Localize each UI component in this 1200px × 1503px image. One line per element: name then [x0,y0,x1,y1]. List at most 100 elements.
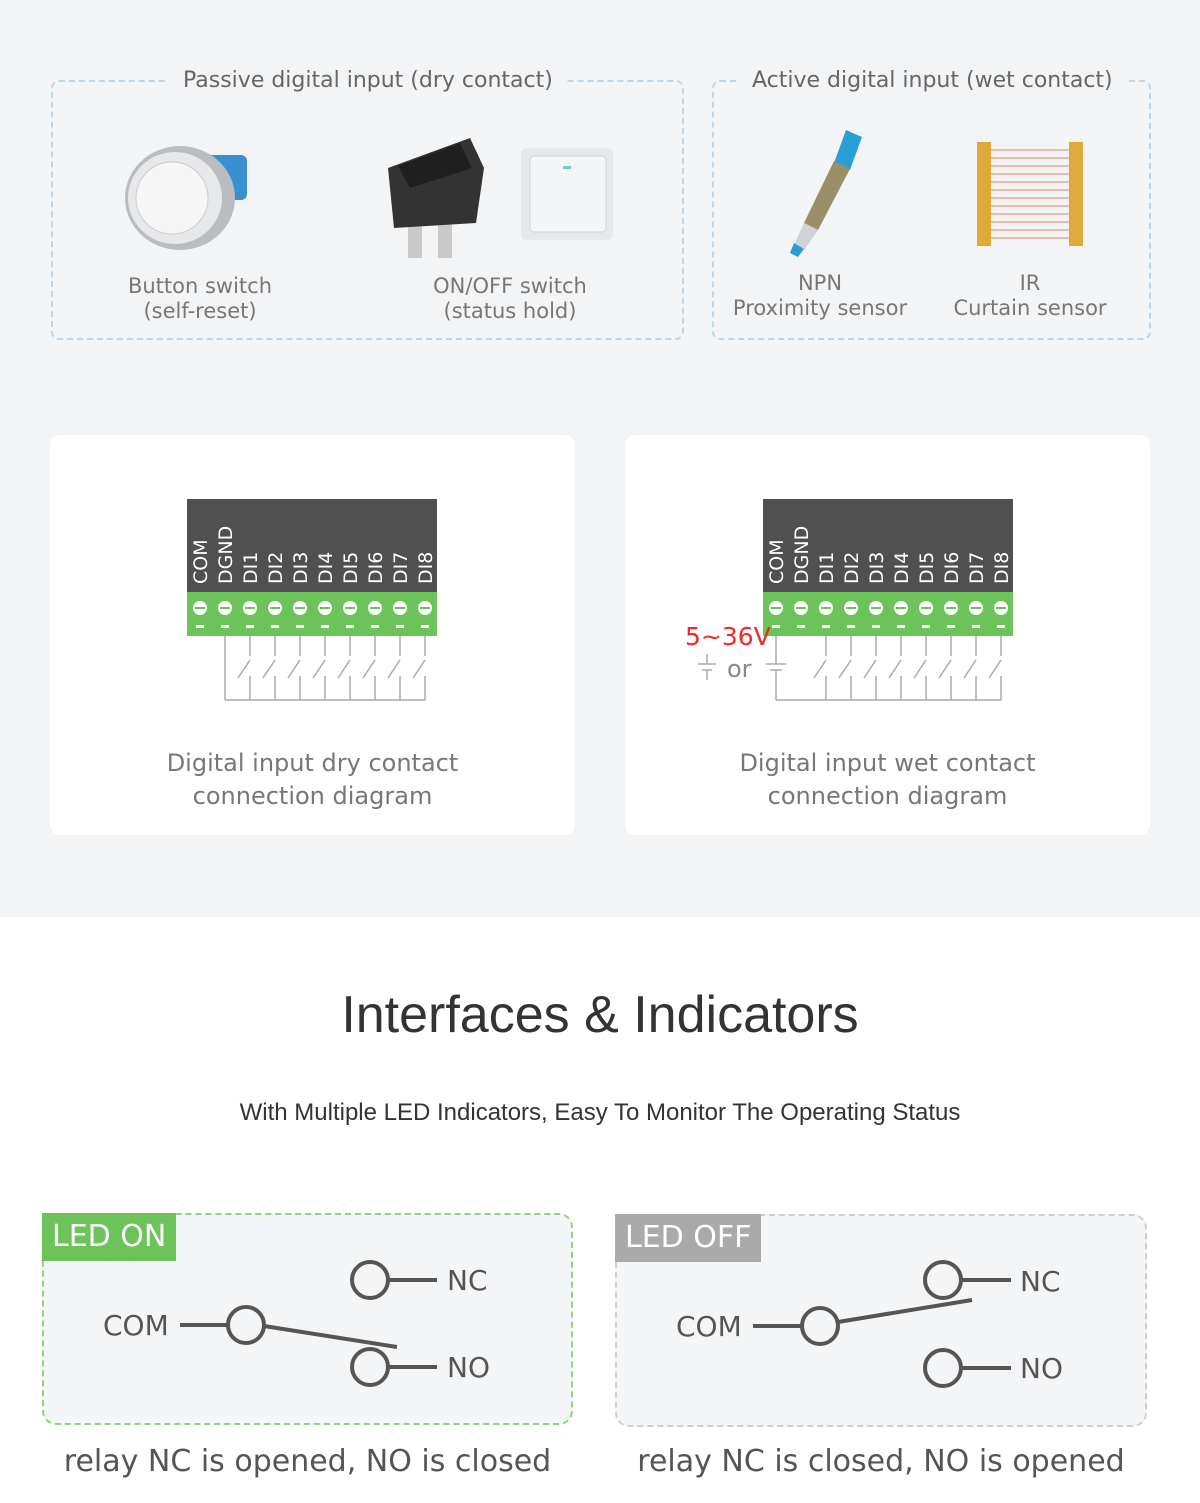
label-line: (status hold) [443,299,577,323]
curtain-sensor-image [977,142,1083,246]
passive-input-group: Passive digital input (dry contact) [51,68,684,340]
terminal-label: DI2 [841,552,863,584]
on-off-switch-label: ON/OFF switch (status hold) [405,274,615,324]
switch-contact [337,659,351,679]
terminal-pin [922,625,930,628]
com-terminal [226,1305,266,1345]
button-switch-label: Button switch (self-reset) [100,274,300,324]
switch-contact [888,659,902,679]
nc-label: NC [447,1264,488,1297]
terminal-pin [246,625,254,628]
section-title: Interfaces & Indicators [341,986,859,1044]
relay-off-caption: relay NC is closed, NO is opened [637,1444,1125,1479]
proximity-sensor-image [790,130,862,257]
label-line: NPN [797,271,843,295]
no-terminal [923,1348,963,1388]
terminal-label: DI5 [916,552,938,584]
switch-contact [963,659,977,679]
switch-contact [838,659,852,679]
section-subtitle: With Multiple LED Indicators, Easy To Mo… [239,1099,961,1126]
terminal-label: COM [190,539,212,584]
terminal-label: DI4 [891,552,913,584]
group-title: Active digital input (wet contact) [738,68,1127,93]
terminal-pin [196,625,204,628]
caption-line: connection diagram [192,782,433,810]
on-off-switch-image [388,138,613,258]
terminal-pin [421,625,429,628]
terminal-label: DI3 [290,552,312,584]
terminal-pin [296,625,304,628]
terminal-pin [972,625,980,628]
terminal-pin [221,625,229,628]
terminal-label: DGND [791,526,813,584]
terminal-pin [947,625,955,628]
curtain-sensor-label: IR Curtain sensor [930,271,1130,321]
terminal-label: DI6 [941,552,963,584]
terminal-header [187,499,437,592]
terminal-strip [187,592,437,636]
switch-contact [988,659,1002,679]
terminal-label: DI2 [265,552,287,584]
terminal-label: DI8 [415,552,437,584]
com-label: COM [676,1310,742,1343]
relay-lever [263,1324,398,1349]
terminal-strip [763,592,1013,636]
terminal-label: DGND [215,526,237,584]
voltage-label: 5~36V [685,622,771,651]
no-label: NO [447,1351,490,1384]
terminal-pin [897,625,905,628]
terminal-label: DI7 [390,552,412,584]
proximity-sensor-label: NPN Proximity sensor [720,271,920,321]
terminal-pin [772,625,780,628]
wet-caption: Digital input wet contact connection dia… [625,747,1150,813]
terminal-pin [872,625,880,628]
nc-terminal [350,1260,390,1300]
led-off-tag: LED OFF [615,1214,762,1262]
terminal-pin [271,625,279,628]
caption-line: Digital input dry contact [166,749,459,777]
no-label: NO [1020,1352,1063,1385]
or-label: or [727,655,752,683]
terminal-pin [396,625,404,628]
switch-contact [913,659,927,679]
switch-contact [237,659,251,679]
nc-terminal [923,1260,963,1300]
label-line: ON/OFF switch [433,274,587,298]
group-title: Passive digital input (dry contact) [169,68,567,93]
switch-contact [412,659,426,679]
terminal-pin [997,625,1005,628]
active-input-group: Active digital input (wet contact) [712,68,1151,340]
relay-off-panel: LED OFF [615,1214,1147,1427]
com-terminal [800,1306,840,1346]
caption-line: connection diagram [767,782,1008,810]
com-label: COM [103,1309,169,1342]
terminal-label: DI6 [365,552,387,584]
terminal-label: DI1 [240,552,262,584]
label-line: Button switch [127,274,273,298]
switch-contact [938,659,952,679]
terminal-label: DI3 [866,552,888,584]
label-line: Curtain sensor [953,296,1107,320]
relay-on-caption: relay NC is opened, NO is closed [63,1444,552,1479]
label-line: (self-reset) [143,299,257,323]
led-on-tag: LED ON [42,1213,177,1261]
switch-contact [287,659,301,679]
terminal-label: DI8 [991,552,1013,584]
label-line: IR [1019,271,1041,295]
relay-on-panel: LED ON [42,1213,573,1425]
switch-contact [813,659,827,679]
terminal-pin [371,625,379,628]
terminal-pin [346,625,354,628]
terminal-label: DI5 [340,552,362,584]
terminal-label: DI4 [315,552,337,584]
relay-lever [837,1298,973,1324]
terminal-label: DI1 [816,552,838,584]
terminal-pin [847,625,855,628]
terminal-pin [822,625,830,628]
terminal-label: DI7 [966,552,988,584]
relay-diagrams: COM NC NO COM NC NO [103,1260,1063,1388]
terminal-pin [321,625,329,628]
no-terminal [350,1347,390,1387]
dry-caption: Digital input dry contact connection dia… [50,747,575,813]
